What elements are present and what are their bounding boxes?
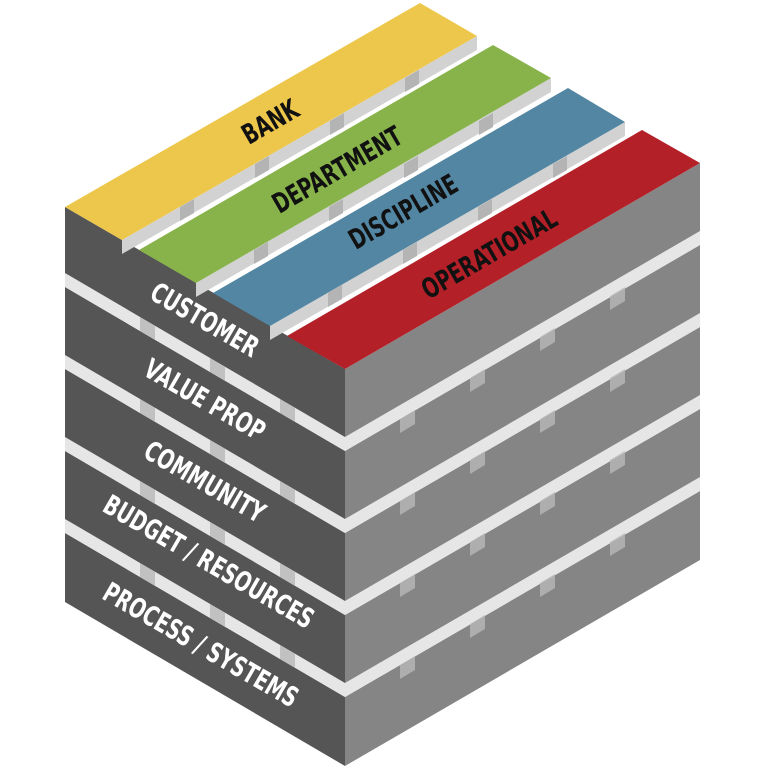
strip-operational <box>287 130 700 369</box>
layer-process-systems <box>65 477 700 766</box>
strip-discipline <box>213 88 625 340</box>
strip-department <box>139 45 551 297</box>
layer-customer <box>65 163 700 437</box>
layer-budget-resources <box>65 395 700 683</box>
layer-value-prop <box>65 231 700 519</box>
strip-bank <box>65 3 477 254</box>
layers <box>65 163 700 766</box>
layer-community <box>65 313 700 601</box>
top-strips <box>65 3 700 369</box>
